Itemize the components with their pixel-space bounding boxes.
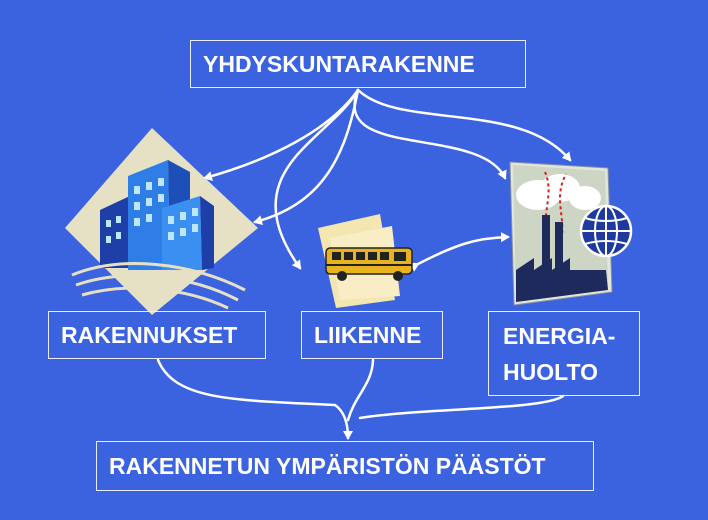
node-energiahuolto: ENERGIA- HUOLTO bbox=[488, 311, 640, 396]
arrow-traffic-energy bbox=[409, 232, 510, 272]
arrow-top-to-energy-outer bbox=[356, 88, 572, 162]
arrow-top-to-energy-inner bbox=[353, 88, 507, 180]
node-liikenne: LIIKENNE bbox=[301, 311, 443, 359]
node-label: YHDYSKUNTARAKENNE bbox=[203, 50, 475, 77]
node-label-line2: HUOLTO bbox=[503, 358, 598, 385]
node-label-line1: ENERGIA- bbox=[503, 322, 616, 349]
arrow-energy-to-bottom bbox=[358, 394, 565, 420]
arrow-top-to-traffic bbox=[274, 88, 360, 270]
arrow-buildings-to-bottom bbox=[156, 358, 353, 440]
node-label: LIIKENNE bbox=[314, 321, 422, 348]
arrow-top-to-buildings-upper bbox=[203, 88, 360, 181]
node-rakennukset: RAKENNUKSET bbox=[48, 311, 266, 359]
node-label: RAKENNUKSET bbox=[61, 321, 238, 348]
node-yhdyskuntarakenne: YHDYSKUNTARAKENNE bbox=[190, 40, 526, 88]
arrow-traffic-to-bottom bbox=[346, 358, 375, 422]
node-paastot: RAKENNETUN YMPÄRISTÖN PÄÄSTÖT bbox=[96, 441, 594, 491]
node-label: RAKENNETUN YMPÄRISTÖN PÄÄSTÖT bbox=[109, 452, 546, 479]
